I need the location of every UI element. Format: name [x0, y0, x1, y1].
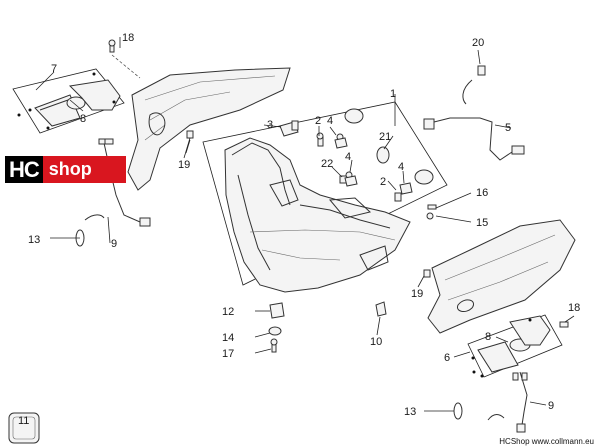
leader-lines: [35, 37, 575, 412]
nut-19-right: [423, 269, 431, 278]
callout-4-mid: 4: [345, 151, 351, 163]
callout-22: 22: [321, 158, 333, 170]
callout-4-top: 4: [327, 115, 333, 127]
callout-13-right: 13: [404, 406, 416, 418]
screw-20: [462, 65, 486, 105]
callout-19-left: 19: [178, 159, 190, 171]
hcshop-logo: HC shop: [5, 156, 126, 183]
logo-hc-text: HC: [5, 156, 43, 183]
part-11: [8, 412, 40, 444]
clip-13-right: [453, 402, 505, 421]
bulbs-and-sockets: [279, 108, 434, 202]
callout-12: 12: [222, 306, 234, 318]
callout-8-left: 8: [80, 113, 86, 125]
callout-16: 16: [476, 187, 488, 199]
callout-11: 11: [18, 415, 29, 427]
callout-4-right: 4: [398, 161, 404, 173]
right-indicator-group: [467, 314, 563, 378]
callout-3: 3: [267, 119, 273, 131]
nut-19-left: [183, 130, 194, 159]
right-indicator-wire: [512, 371, 528, 433]
callout-9-right: 9: [548, 400, 554, 412]
left-indicator-group: [12, 68, 125, 134]
callout-14: 14: [222, 332, 234, 344]
callout-18-right: 18: [568, 302, 580, 314]
callout-18-top: 18: [122, 32, 134, 44]
screws-15-16: [426, 204, 437, 220]
screw-18-top: [108, 39, 141, 79]
callout-6: 6: [444, 352, 450, 364]
callout-2-top: 2: [315, 115, 321, 127]
part-10: [375, 301, 387, 317]
callout-13-left: 13: [28, 234, 40, 246]
callout-10: 10: [370, 336, 382, 348]
headlight-assembly: [202, 101, 448, 293]
callout-5: 5: [505, 122, 511, 134]
callout-19-right: 19: [411, 288, 423, 300]
callout-9-left: 9: [111, 238, 117, 250]
logo-shop-text: shop: [42, 156, 126, 183]
callout-1: 1: [390, 88, 396, 100]
callout-21: 21: [379, 131, 391, 143]
callout-15: 15: [476, 217, 488, 229]
callout-8-right: 8: [485, 331, 491, 343]
screw-18-right: [559, 321, 569, 328]
callout-7: 7: [51, 63, 57, 75]
callout-20: 20: [472, 37, 484, 49]
left-fairing-panel: [127, 67, 291, 191]
harness-5: [423, 117, 525, 161]
callout-labels: 7 8 18 19 13 9 1 3 2 4 21 4 22 4 2 5 20 …: [18, 32, 580, 427]
footer-credit: HCShop www.collmann.eu: [499, 437, 594, 446]
fastener-stack: [268, 302, 285, 353]
right-fairing-panel: [427, 219, 576, 334]
clip-13-left: [50, 214, 105, 247]
callout-17: 17: [222, 348, 234, 360]
callout-2-right: 2: [380, 176, 386, 188]
